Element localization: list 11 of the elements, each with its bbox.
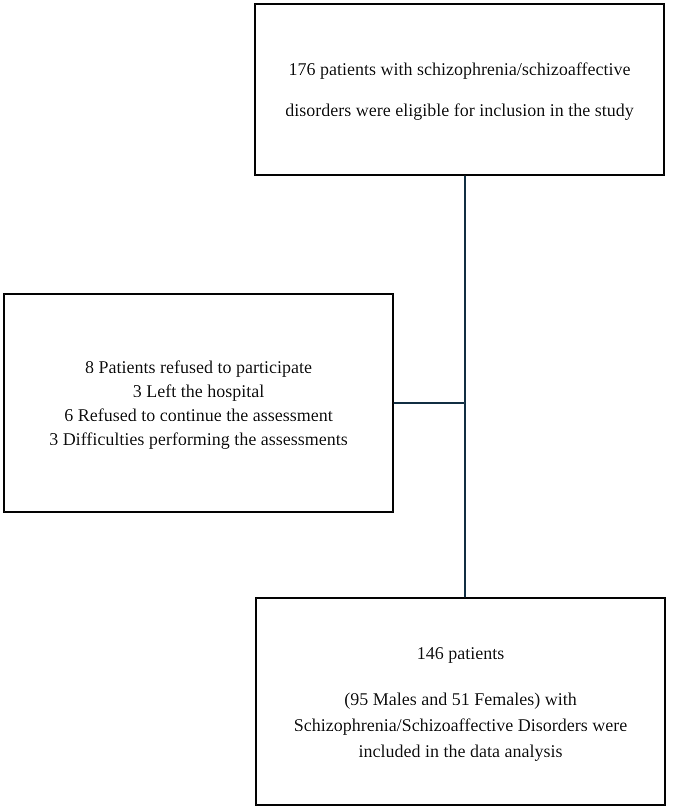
flow-box [255,597,666,806]
box-text: 146 patients [416,642,504,665]
box-text: 3 Difficulties performing the assessments [49,428,348,451]
box-text: 8 Patients refused to participate [85,356,312,379]
connector-line [394,176,466,404]
box-text: 6 Refused to continue the assessment [64,404,333,427]
box-text: 3 Left the hospital [132,380,264,403]
box-text: 176 patients with schizophrenia/schizoaffective disorders were eligible for inclusion in the study [284,58,635,122]
box-text: (95 Males and 51 Females) with Schizophrenia/Schizoaffective Disorders were included in the data analysis [292,688,628,763]
flow-box [254,3,665,176]
flow-box [3,293,394,513]
